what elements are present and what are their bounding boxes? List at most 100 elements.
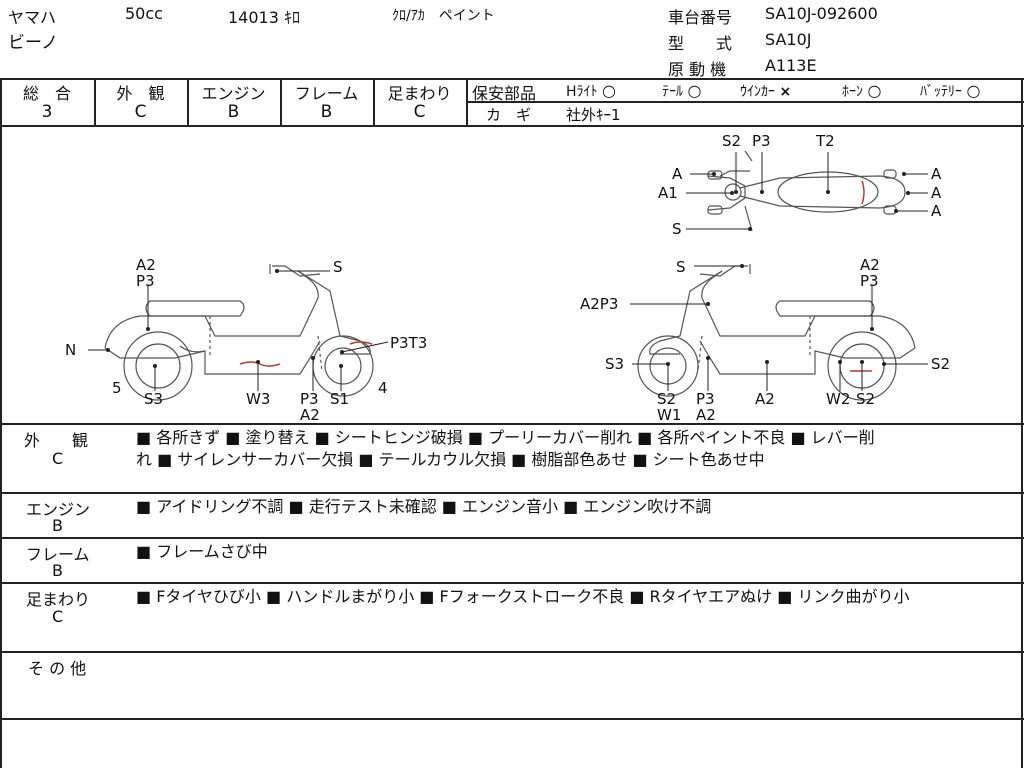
- safety-item-name: Hﾗｲﾄ: [566, 84, 598, 100]
- paint-color: ｸﾛ/ｱｶ ペイント: [392, 8, 495, 24]
- diagram-label: T2: [815, 132, 835, 150]
- engine-notes: ■ アイドリング不調 ■ 走行テスト未確認 ■ エンジン音小 ■ エンジン吹け不…: [136, 497, 712, 516]
- diagram-label: A2: [755, 390, 775, 408]
- diagram-label: W2: [826, 390, 850, 408]
- safety-item-battery: ﾊﾞｯﾃﾘｰ ○: [920, 81, 980, 101]
- divider: [373, 78, 375, 125]
- grade-header-exterior: 外 観: [116, 84, 165, 103]
- other-title: そ の 他: [28, 659, 87, 678]
- model-name: ビーノ: [8, 33, 58, 53]
- divider: [0, 492, 1024, 494]
- safety-item-name: ﾃｰﾙ: [662, 84, 683, 100]
- engine-label: 原 動 機: [668, 60, 727, 79]
- safety-item-name: ﾊﾞｯﾃﾘｰ: [920, 84, 962, 100]
- divider: [280, 78, 282, 125]
- divider: [0, 582, 1024, 584]
- engine-value: A113E: [765, 56, 817, 75]
- diagram-label: N: [65, 341, 76, 359]
- divider: [0, 423, 1024, 425]
- type-label: 型 式: [668, 34, 733, 53]
- suspension-grade: C: [52, 607, 64, 626]
- diagram-label: S: [676, 258, 686, 276]
- diagram-label: P3: [860, 272, 879, 290]
- diagram-label: P3T3: [390, 334, 427, 352]
- suspension-notes: ■ Fタイヤひび小 ■ ハンドルまがり小 ■ Fフォークストローク不良 ■ Rタ…: [136, 587, 910, 606]
- exterior-title: 外 観: [24, 431, 89, 450]
- safety-item-status: ○: [867, 81, 882, 100]
- divider: [0, 537, 1024, 539]
- diagram-label: S3: [144, 390, 163, 408]
- exterior-notes-line2: れ ■ サイレンサーカバー欠損 ■ テールカウル欠損 ■ 樹脂部色あせ ■ シー…: [136, 450, 765, 469]
- safety-item-horn: ﾎｰﾝ ○: [842, 81, 881, 101]
- engine-title: エンジン: [26, 500, 91, 519]
- diagram-label: P3: [696, 390, 715, 408]
- key-label: カ ギ: [486, 106, 532, 124]
- diagram-label: A: [931, 165, 942, 183]
- diagram-label: A1: [658, 184, 678, 202]
- grade-header-overall: 総 合: [22, 84, 71, 103]
- divider: [187, 78, 189, 125]
- diagram-label: P3: [300, 390, 319, 408]
- paint-mark: [349, 341, 373, 345]
- grade-header-frame: フレーム: [294, 84, 359, 103]
- exterior-grade: C: [52, 449, 64, 468]
- diagram-label: A2: [300, 406, 320, 424]
- key-value: 社外ｷｰ1: [566, 106, 621, 124]
- diagram-label: S: [333, 258, 343, 276]
- diagram-label: 5: [112, 379, 122, 397]
- frame-grade: B: [52, 561, 63, 580]
- diagram-label: A: [931, 184, 942, 202]
- diagram-label: W1: [657, 406, 681, 424]
- diagram-label: S2: [657, 390, 676, 408]
- safety-item-status: ○: [601, 81, 616, 100]
- safety-item-status: ○: [966, 81, 981, 100]
- safety-label: 保安部品: [472, 84, 537, 103]
- safety-item-status: ×: [779, 84, 792, 100]
- safety-item-name: ｳｲﾝｶｰ: [740, 84, 775, 100]
- divider: [466, 78, 468, 125]
- frame-title: フレーム: [26, 545, 90, 564]
- diagram-label: P3: [752, 132, 771, 150]
- divider: [94, 78, 96, 125]
- diagram-label: S2: [722, 132, 741, 150]
- grade-frame: B: [320, 102, 333, 122]
- grade-overall: 3: [41, 102, 53, 122]
- diagram-label: A: [672, 165, 683, 183]
- divider: [0, 651, 1024, 653]
- engine-grade: B: [52, 516, 63, 535]
- divider: [0, 718, 1024, 720]
- divider: [0, 125, 1024, 127]
- divider: [466, 101, 1024, 103]
- grade-exterior: C: [134, 102, 147, 122]
- paint-mark: [861, 180, 865, 205]
- safety-item-headlight: Hﾗｲﾄ ○: [566, 81, 616, 101]
- diagram-label: P3: [136, 272, 155, 290]
- diagram-label: 4: [378, 379, 388, 397]
- displacement: 50cc: [125, 4, 163, 23]
- diagram-label: A: [931, 202, 942, 220]
- diagram-label: S2: [931, 355, 950, 373]
- safety-item-status: ○: [687, 81, 702, 100]
- safety-item-winker: ｳｲﾝｶｰ ×: [740, 81, 791, 101]
- suspension-title: 足まわり: [26, 590, 91, 609]
- diagram-label: A2: [696, 406, 716, 424]
- grade-suspension: C: [413, 102, 426, 122]
- frame-no-label: 車台番号: [668, 8, 733, 27]
- diagram-label: S3: [605, 355, 624, 373]
- maker: ヤマハ: [8, 8, 57, 27]
- diagram-label: W3: [246, 390, 270, 408]
- diagram-label: S2: [856, 390, 875, 408]
- mileage: 14013 ｷﾛ: [228, 8, 300, 27]
- grade-engine: B: [227, 102, 240, 122]
- divider: [0, 78, 1024, 80]
- safety-item-tail: ﾃｰﾙ ○: [662, 81, 701, 101]
- type-value: SA10J: [765, 30, 812, 49]
- frame-notes: ■ フレームさび中: [136, 542, 268, 561]
- diagram-label: S1: [330, 390, 349, 408]
- diagram-label: S: [672, 220, 682, 238]
- paint-mark: [239, 361, 281, 367]
- grade-header-suspension: 足まわり: [387, 84, 452, 103]
- damage-diagram: A2 P3 S N P3T3 5 4 S3 W3 P3 A2 S1 S A2 P…: [65, 132, 950, 424]
- safety-item-name: ﾎｰﾝ: [842, 84, 863, 100]
- right-scooter-outline: [637, 264, 916, 401]
